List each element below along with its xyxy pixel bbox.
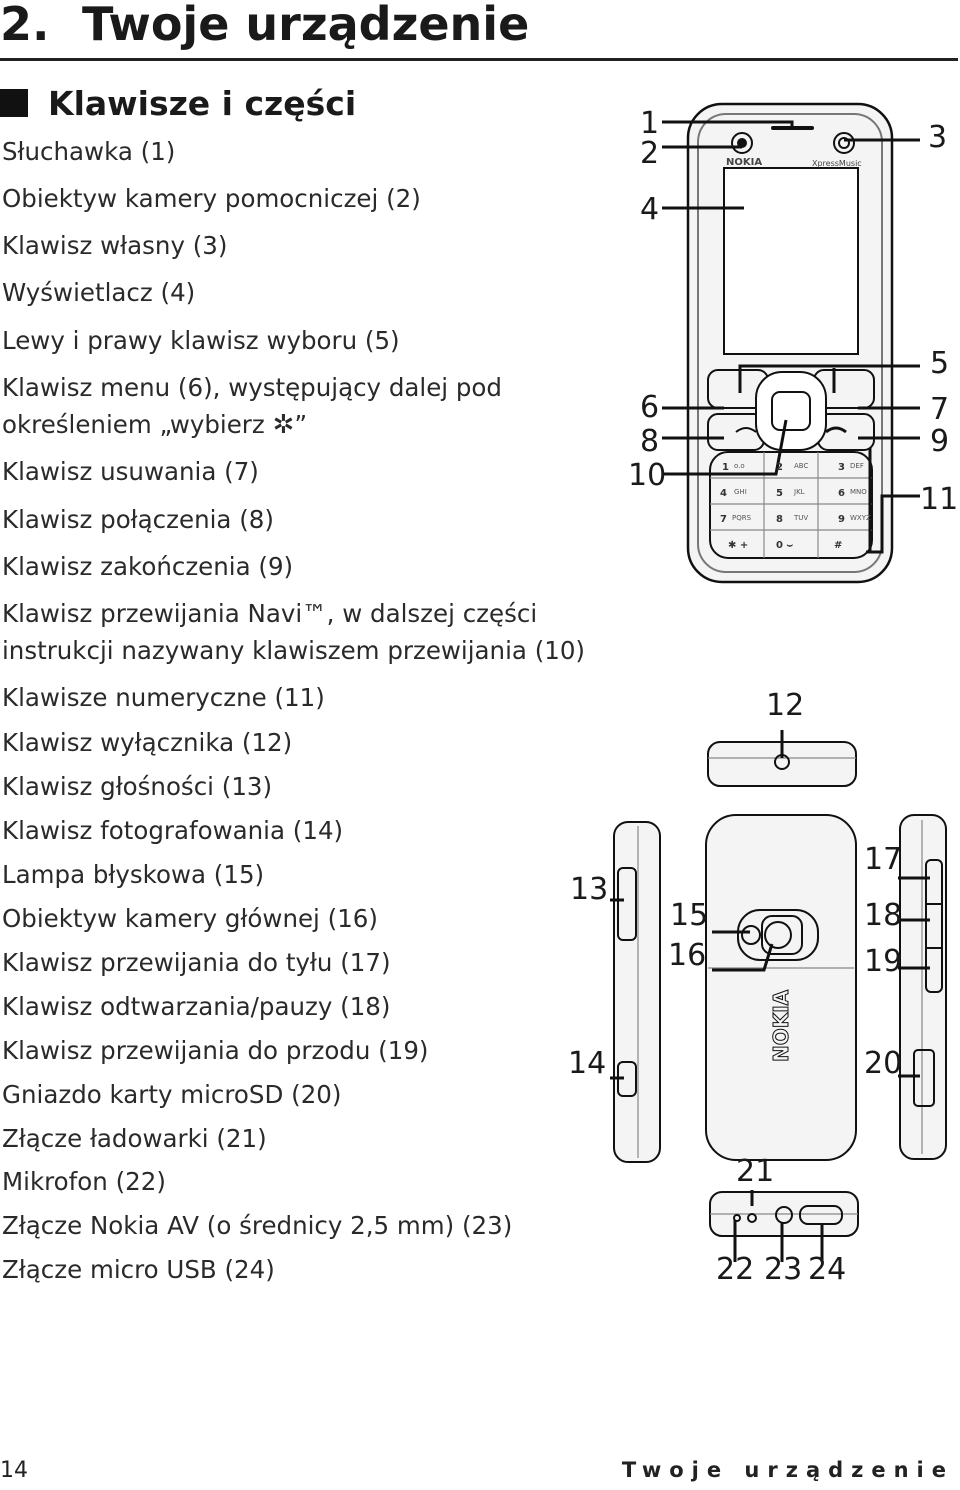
callout-number: 23 [764, 1252, 803, 1287]
callout-number: 13 [570, 872, 609, 907]
list-item: Gniazdo karty microSD (20) [2, 1080, 342, 1109]
callout-number: 15 [670, 898, 709, 933]
keypad-letters: GHI [734, 488, 747, 496]
callout-number: 24 [808, 1252, 847, 1287]
callout-number: 6 [640, 390, 660, 425]
phone-bottom-view [709, 1191, 859, 1237]
list-item: Złącze micro USB (24) [2, 1255, 275, 1284]
phone-right-view [899, 814, 947, 1160]
keypad-key-label: ✱ + [728, 540, 748, 551]
list-item-text: określeniem „wybierz [2, 410, 265, 439]
list-item: Obiektyw kamery pomocniczej (2) [2, 184, 421, 213]
closing-quote: ” [294, 410, 308, 439]
list-item: Klawisz zakończenia (9) [2, 552, 294, 581]
callout-number: 20 [864, 1046, 903, 1081]
keypad-letters: ABC [794, 462, 808, 470]
keypad-key-label: 7 [720, 514, 727, 525]
phone-top-view [707, 741, 857, 787]
callout-number: 17 [864, 842, 903, 877]
chapter-title-text: Twoje urządzenie [82, 0, 530, 51]
list-item: Słuchawka (1) [2, 137, 176, 166]
keypad-key-label: 0 ⌣ [776, 540, 793, 551]
keypad-letters: DEF [850, 462, 864, 470]
callout-number: 19 [864, 944, 903, 979]
callout-number: 21 [736, 1154, 775, 1189]
keypad-key-label: 9 [838, 514, 845, 525]
callout-number: 16 [668, 938, 707, 973]
list-item: Klawisz menu (6), występujący dalej pod [2, 373, 502, 402]
callout-number: 9 [930, 424, 950, 459]
list-item: Złącze ładowarki (21) [2, 1124, 267, 1153]
page-number: 14 [0, 1458, 28, 1483]
back-brand-label: NOKIA [769, 989, 793, 1062]
phone-left-view [613, 821, 661, 1163]
callout-number: 14 [568, 1046, 607, 1081]
section-title: Klawisze i części [0, 84, 356, 123]
list-item: Klawisz fotografowania (14) [2, 816, 344, 845]
list-item: Wyświetlacz (4) [2, 278, 196, 307]
chapter-title: 2. Twoje urządzenie [0, 0, 529, 48]
keypad-letters: JKL [793, 488, 805, 496]
list-item: Złącze Nokia AV (o średnicy 2,5 mm) (23) [2, 1211, 513, 1240]
callout-leader-lines [610, 120, 930, 1262]
list-item: Klawisz przewijania Navi™, w dalszej czę… [2, 599, 538, 628]
list-item: Klawisz wyłącznika (12) [2, 728, 293, 757]
list-item: Klawisz własny (3) [2, 231, 228, 260]
callout-number: 18 [864, 898, 903, 933]
keypad-key-label: # [834, 540, 842, 551]
list-item: Mikrofon (22) [2, 1167, 166, 1196]
keypad-key-label: 4 [720, 488, 727, 499]
keypad-key-label: 8 [776, 514, 783, 525]
list-item: Klawisze numeryczne (11) [2, 683, 325, 712]
phone-back-view [705, 814, 857, 1161]
phone-brand-label: NOKIA [726, 157, 762, 168]
list-item: Lewy i prawy klawisz wyboru (5) [2, 326, 400, 355]
keypad-letters: o.o [734, 462, 745, 470]
callout-number: 1 [640, 106, 660, 141]
list-item: Lampa błyskowa (15) [2, 860, 265, 889]
keypad-letters: PQRS [732, 514, 752, 522]
callout-number: 10 [628, 458, 667, 493]
callout-number: 22 [716, 1252, 755, 1287]
title-rule [0, 58, 958, 61]
list-item-continuation: instrukcji nazywany klawiszem przewijani… [2, 636, 585, 665]
list-item: Klawisz przewijania do przodu (19) [2, 1036, 429, 1065]
callout-number: 3 [928, 120, 948, 155]
list-item: Obiektyw kamery głównej (16) [2, 904, 378, 933]
keypad-letters: WXYZ [850, 514, 871, 522]
list-item: Klawisz przewijania do tyłu (17) [2, 948, 391, 977]
phone-front-view [686, 102, 894, 584]
keypad-key-label: 3 [838, 462, 845, 473]
keypad-key-label: 5 [776, 488, 783, 499]
square-bullet-icon [0, 89, 28, 117]
phone-model-label: XpressMusic [812, 159, 862, 168]
list-item-continuation: określeniem „wybierz ✲” [2, 406, 307, 444]
keypad-key-label: 6 [838, 488, 845, 499]
chapter-number: 2. [0, 0, 50, 51]
list-item: Klawisz połączenia (8) [2, 505, 274, 534]
keypad-letters: TUV [793, 514, 808, 522]
keypad-letters: MNO [850, 488, 867, 496]
phone-illustration: NOKIA XpressMusic 1 2 3 4 5 6 7 8 9 ✱ + … [560, 90, 960, 1300]
callout-number: 2 [640, 136, 660, 171]
callout-number: 12 [766, 688, 805, 723]
phone-drawing: NOKIA XpressMusic 1 2 3 4 5 6 7 8 9 ✱ + … [610, 102, 947, 1262]
callout-number: 11 [920, 482, 959, 517]
callout-number: 8 [640, 424, 660, 459]
section-title-text: Klawisze i części [48, 84, 357, 123]
list-item: Klawisz usuwania (7) [2, 457, 259, 486]
callout-number: 5 [930, 346, 950, 381]
list-item: Klawisz odtwarzania/pauzy (18) [2, 992, 391, 1021]
keypad-key-label: 2 [776, 462, 783, 473]
running-footer-chapter: Twoje urządzenie [621, 1458, 954, 1482]
callout-number: 7 [930, 392, 950, 427]
callout-number: 4 [640, 192, 660, 227]
list-item: Klawisz głośności (13) [2, 772, 273, 801]
keypad-key-label: 1 [722, 462, 729, 473]
menu-key-icon: ✲ [272, 410, 295, 440]
